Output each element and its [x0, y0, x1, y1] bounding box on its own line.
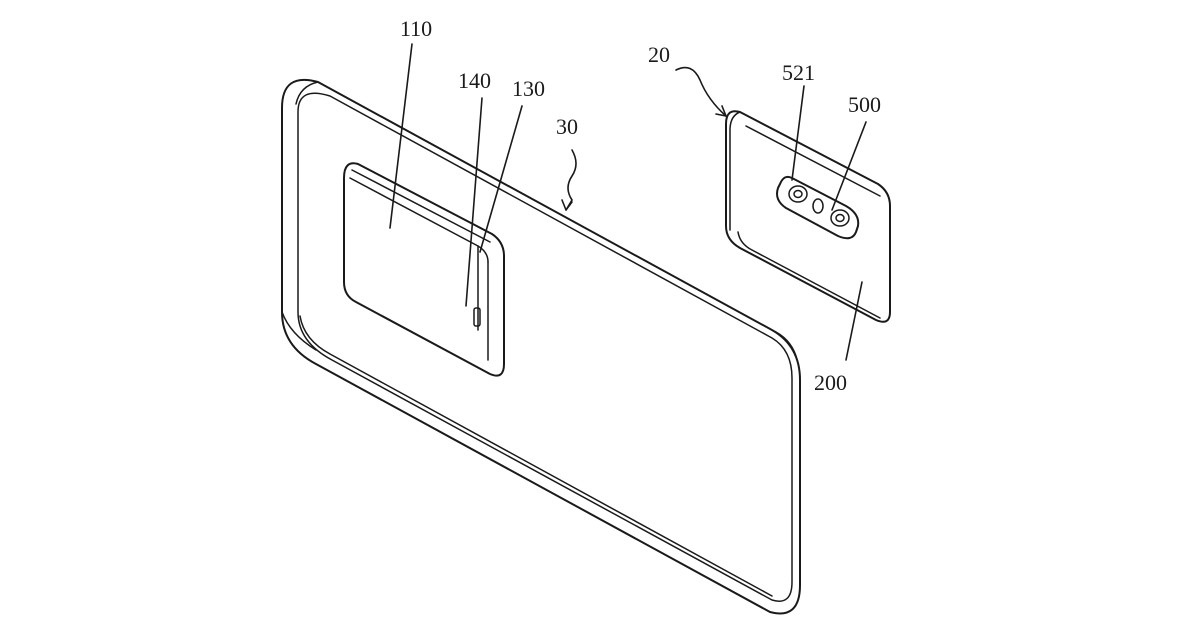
- detachable-module: [725, 110, 891, 323]
- leader-lines: [389, 43, 867, 361]
- label-500: 500: [848, 92, 881, 117]
- phone-body: [281, 78, 801, 615]
- label-140: 140: [458, 68, 491, 93]
- label-30: 30: [556, 114, 578, 139]
- camera-module: [343, 162, 505, 377]
- label-200: 200: [814, 370, 847, 395]
- label-20: 20: [648, 42, 670, 67]
- label-521: 521: [782, 60, 815, 85]
- label-110: 110: [400, 16, 432, 41]
- label-130: 130: [512, 76, 545, 101]
- reference-labels: 110 140 130 30 20 521 500 200: [400, 16, 881, 395]
